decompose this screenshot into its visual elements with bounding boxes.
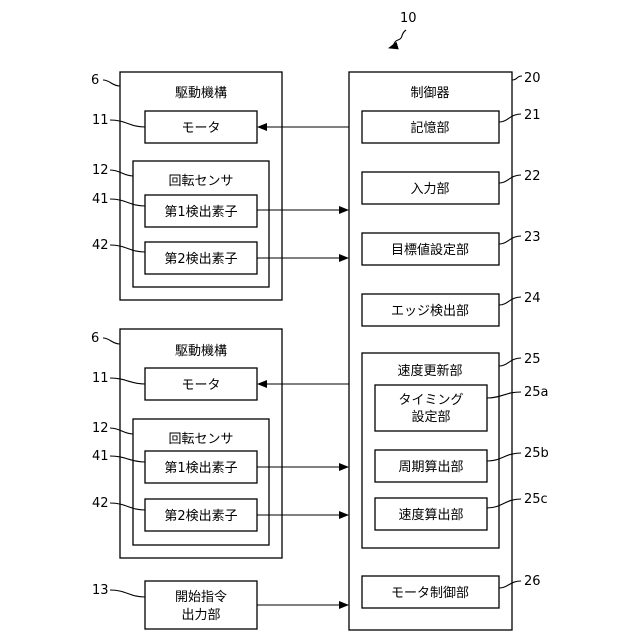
motor-label: モータ (181, 121, 220, 136)
start-command-output: 開始指令 出力部 13 (92, 581, 257, 629)
ref-label: 25 (524, 352, 541, 367)
ref-label: 11 (92, 113, 109, 128)
speed-calc-label: 速度算出部 (398, 507, 463, 523)
ref-label: 6 (91, 73, 99, 88)
input-label: 入力部 (410, 182, 449, 197)
ref-label: 25b (524, 446, 549, 461)
motor-control-label: モータ制御部 (391, 586, 469, 601)
detector-1-label: 第1検出素子 (164, 461, 237, 476)
drive-unit-1: 駆動機構 6 モータ 11 回転センサ 12 第1検出素子 41 第2検出素子 … (91, 72, 282, 300)
controller: 制御器 20 記憶部 21 入力部 22 目標値設定部 23 エッジ検出部 24… (349, 71, 549, 630)
speed-update-title: 速度更新部 (397, 363, 462, 379)
ref-label: 42 (92, 496, 109, 511)
leader-line (103, 338, 120, 344)
detector-2-label: 第2検出素子 (164, 252, 237, 267)
drive-unit-2: 駆動機構 6 モータ 11 回転センサ 12 第1検出素子 41 第2検出素子 … (91, 329, 282, 558)
leader-line (110, 590, 145, 597)
ref-label: 22 (524, 169, 541, 184)
ref-label: 42 (92, 238, 109, 253)
timing-setting-line2: 設定部 (411, 409, 450, 425)
ref-label: 12 (92, 421, 109, 436)
ref-label: 6 (91, 331, 99, 346)
start-command-line2: 出力部 (181, 608, 220, 623)
target-setting-label: 目標値設定部 (391, 242, 469, 258)
detector-1-label: 第1検出素子 (164, 205, 237, 220)
drive-mechanism-title: 駆動機構 (175, 86, 227, 101)
timing-setting-line1: タイミング (398, 393, 463, 408)
motor-label: モータ (181, 378, 220, 393)
rotation-sensor-title: 回転センサ (168, 174, 233, 189)
ref-label: 13 (92, 583, 109, 598)
controller-title: 制御器 (410, 86, 449, 101)
ref-label: 11 (92, 371, 109, 386)
figure-pointer (389, 30, 406, 48)
figure-number: 10 (400, 11, 417, 26)
ref-label: 25c (524, 492, 548, 507)
edge-detection-label: エッジ検出部 (391, 304, 469, 319)
leader-line (512, 76, 522, 80)
storage-label: 記憶部 (410, 120, 449, 136)
ref-label: 41 (92, 192, 109, 207)
ref-label: 25a (524, 385, 549, 400)
ref-label: 26 (524, 574, 541, 589)
drive-mechanism-title: 駆動機構 (175, 344, 227, 359)
ref-label: 24 (524, 291, 541, 306)
ref-label: 23 (524, 230, 541, 245)
ref-label: 41 (92, 449, 109, 464)
rotation-sensor-title: 回転センサ (168, 432, 233, 447)
start-command-line1: 開始指令 (175, 590, 227, 605)
period-calc-label: 周期算出部 (398, 460, 463, 475)
ref-label: 21 (524, 108, 541, 123)
ref-label: 20 (524, 71, 541, 86)
ref-label: 12 (92, 163, 109, 178)
leader-line (103, 80, 120, 86)
detector-2-label: 第2検出素子 (164, 509, 237, 524)
